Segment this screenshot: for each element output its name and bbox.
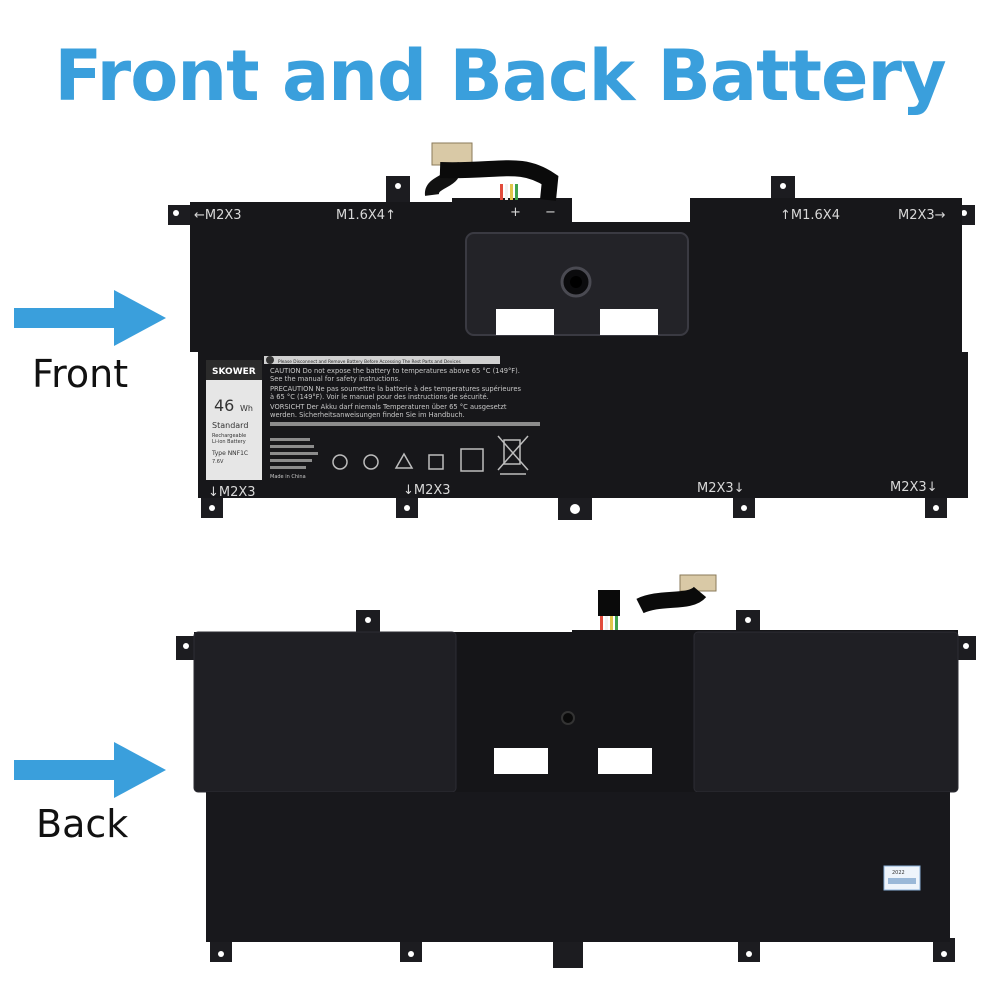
sticker-line1: Standard (212, 421, 248, 430)
screw-label-bottom-left: ↓M2X3 (208, 485, 256, 500)
back-label-year: 2022 (892, 870, 905, 876)
page-title: Front and Back Battery (54, 35, 946, 117)
sticker-capacity: 46 (214, 396, 234, 415)
screw-label-bottom-mid-right: M2X3↓ (697, 481, 745, 496)
back-label: Back (36, 802, 129, 846)
screw-label-top-right: M2X3→ (898, 208, 946, 223)
sticker-brand: SKOWER (212, 367, 256, 377)
sticker-line3: Li-ion Battery (212, 439, 246, 445)
sticker-line2: Rechargeable (212, 433, 246, 439)
screw-label-top-mid-right: ↑M1.6X4 (780, 208, 840, 223)
compliance-icons (332, 435, 529, 475)
warning-header: Please Disconnect and Remove Battery Bef… (278, 359, 462, 365)
polarity-minus: − (545, 205, 556, 220)
screw-label-top-left: ←M2X3 (194, 208, 242, 223)
sticker-type: Type NNF1C (211, 450, 248, 457)
front-label: Front (32, 352, 129, 396)
warning-vorsicht-2: werden. Sicherheitsanweisungen finden Si… (270, 411, 465, 419)
front-arrow-icon (14, 290, 166, 346)
warning-precaution-2: à 65 °C (149°F). Voir le manuel pour des… (270, 393, 489, 401)
warning-made-in: Made in China (270, 474, 306, 480)
warning-vorsicht: VORSICHT Der Akku darf niemals Temperatu… (270, 403, 507, 411)
warning-precaution: PRECAUTION Ne pas soumettre la batterie … (270, 385, 521, 393)
sticker-voltage: 7.6V (212, 459, 224, 465)
warning-caution-2: See the manual for safety instructions. (270, 375, 400, 383)
warning-caution: CAUTION Do not expose the battery to tem… (270, 367, 520, 375)
polarity-plus: + (510, 205, 521, 220)
sticker-unit: Wh (240, 404, 253, 413)
screw-label-bottom-mid-left: ↓M2X3 (403, 483, 451, 498)
back-arrow-icon (14, 742, 166, 798)
screw-label-top-mid-left: M1.6X4↑ (336, 208, 396, 223)
screw-label-bottom-right: M2X3↓ (890, 480, 938, 495)
